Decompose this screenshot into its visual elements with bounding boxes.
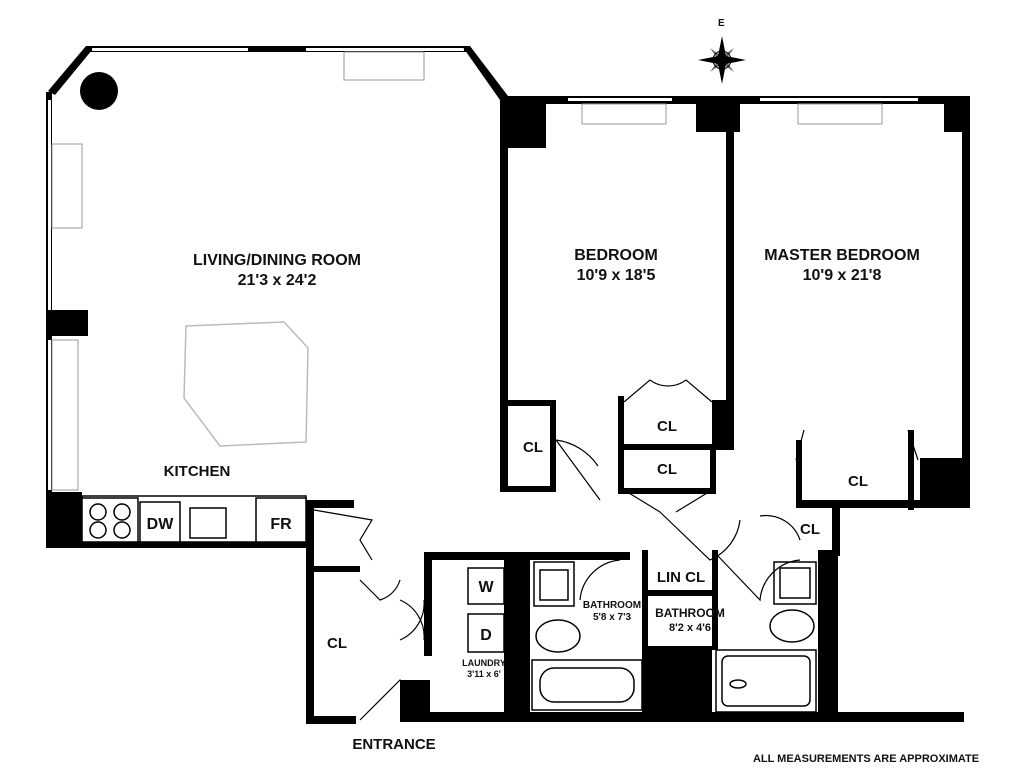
living-room-size: 21'3 x 24'2 (238, 272, 317, 289)
measurement-note: ALL MEASUREMENTS ARE APPROXIMATE (753, 753, 979, 765)
dining-table (183, 321, 309, 447)
bathroom-2-fixtures (715, 561, 817, 713)
entrance-label: ENTRANCE (352, 736, 435, 753)
laundry-size: 3'11 x 6' (467, 669, 501, 679)
window-sills (51, 51, 883, 491)
bathroom-1-name: BATHROOM (583, 600, 641, 611)
dryer-label: D (480, 627, 492, 644)
master-bedroom-size: 10'9 x 21'8 (803, 267, 882, 284)
washer (467, 567, 505, 605)
bedroom-size: 10'9 x 18'5 (577, 267, 656, 284)
bedroom-name: BEDROOM (574, 247, 658, 264)
exterior-walls (46, 46, 970, 548)
entry-closet-label: CL (327, 635, 347, 652)
bedroom-closet-label: CL (523, 439, 543, 456)
stove (81, 497, 139, 543)
bathroom-2-size: 8'2 x 4'6 (669, 622, 711, 634)
master-closet-label: CL (848, 473, 868, 490)
laundry-name: LAUNDRY (462, 658, 506, 668)
linen-closet-label: LIN CL (657, 569, 705, 586)
dryer (467, 613, 505, 653)
hall-closet-upper-label: CL (657, 418, 677, 435)
bathroom-1-fixtures (531, 561, 643, 711)
fridge (255, 497, 307, 543)
dishwasher (139, 501, 181, 543)
kitchen-name: KITCHEN (164, 463, 231, 480)
master-bedroom-name: MASTER BEDROOM (764, 247, 920, 264)
doors (313, 379, 919, 721)
column (80, 72, 118, 110)
washer-label: W (478, 579, 494, 596)
hall-closet-right-label: CL (800, 521, 820, 538)
hall-closet-lower-label: CL (657, 461, 677, 478)
living-room-name: LIVING/DINING ROOM (193, 252, 361, 269)
fridge-label: FR (270, 516, 292, 533)
bathroom-1-size: 5'8 x 7'3 (593, 612, 632, 623)
dishwasher-label: DW (147, 516, 175, 533)
bathroom-2-name: BATHROOM (655, 606, 725, 620)
kitchen-counter (81, 495, 307, 543)
compass-icon (698, 36, 746, 84)
sink (189, 507, 227, 539)
compass-label: E (718, 18, 725, 29)
